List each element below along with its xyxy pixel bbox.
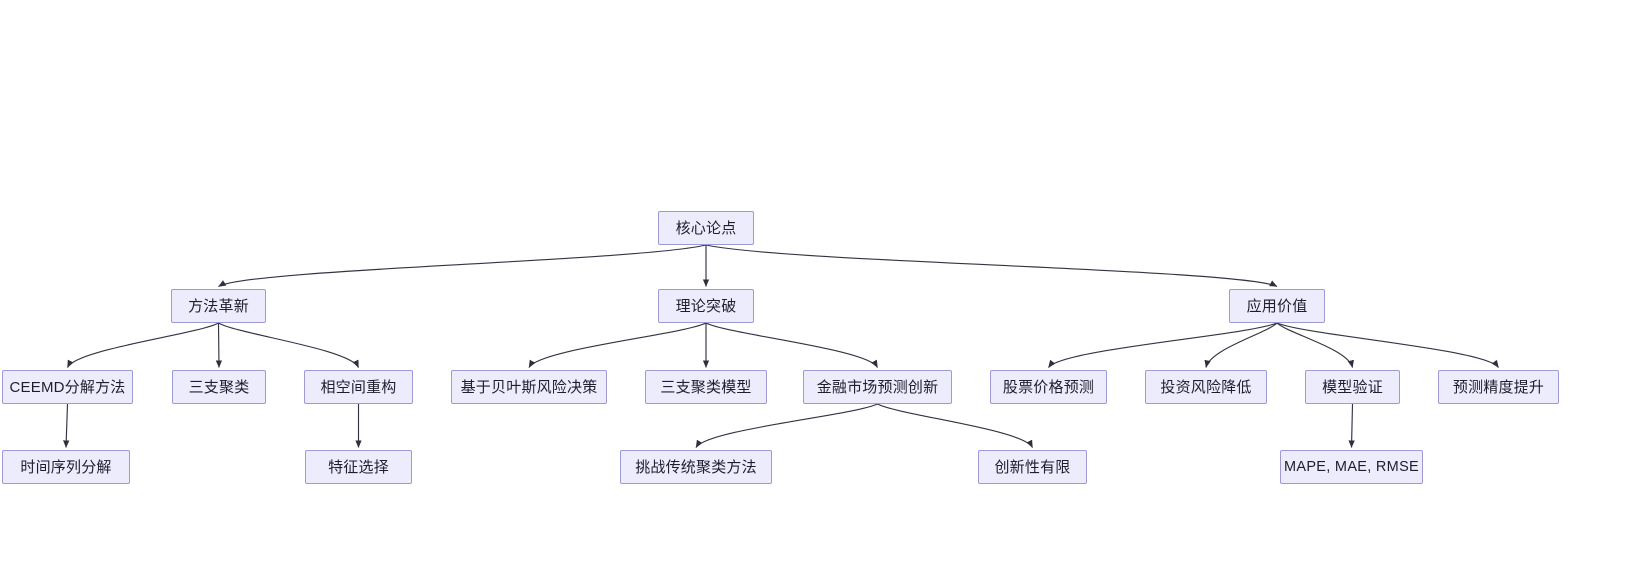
node-l3e[interactable]: 三支聚类模型 (645, 370, 767, 404)
node-l3c[interactable]: 相空间重构 (304, 370, 413, 404)
node-label: 核心论点 (675, 219, 737, 237)
node-label: 理论突破 (675, 297, 737, 315)
node-label: 模型验证 (1322, 378, 1383, 396)
node-label: 方法革新 (188, 297, 249, 315)
node-label: 特征选择 (328, 458, 389, 476)
node-label: 应用价值 (1246, 297, 1308, 315)
node-label: 预测精度提升 (1452, 378, 1545, 396)
node-label: 三支聚类模型 (660, 378, 752, 396)
node-label: 金融市场预测创新 (816, 378, 939, 396)
node-label: 基于贝叶斯风险决策 (460, 378, 598, 396)
node-l4a[interactable]: 时间序列分解 (2, 450, 130, 484)
node-l4b[interactable]: 特征选择 (305, 450, 412, 484)
node-label: 投资风险降低 (1160, 378, 1252, 396)
node-l2b[interactable]: 理论突破 (658, 289, 754, 323)
node-l2a[interactable]: 方法革新 (171, 289, 266, 323)
node-l4c[interactable]: 挑战传统聚类方法 (620, 450, 772, 484)
node-label: 相空间重构 (320, 378, 397, 396)
node-l3j[interactable]: 预测精度提升 (1438, 370, 1559, 404)
node-l4d[interactable]: 创新性有限 (978, 450, 1087, 484)
node-label: 股票价格预测 (1002, 378, 1095, 396)
node-label: 创新性有限 (994, 458, 1071, 476)
node-l2c[interactable]: 应用价值 (1229, 289, 1325, 323)
node-l3h[interactable]: 投资风险降低 (1145, 370, 1267, 404)
node-l3b[interactable]: 三支聚类 (172, 370, 266, 404)
node-l3d[interactable]: 基于贝叶斯风险决策 (451, 370, 607, 404)
node-l3g[interactable]: 股票价格预测 (990, 370, 1107, 404)
node-label: CEEMD分解方法 (9, 378, 126, 396)
node-l4e[interactable]: MAPE, MAE, RMSE (1280, 450, 1423, 484)
node-label: MAPE, MAE, RMSE (1283, 458, 1420, 475)
node-root[interactable]: 核心论点 (658, 211, 754, 245)
node-l3i[interactable]: 模型验证 (1305, 370, 1400, 404)
node-label: 挑战传统聚类方法 (635, 458, 757, 476)
node-label: 时间序列分解 (20, 458, 112, 476)
node-l3f[interactable]: 金融市场预测创新 (803, 370, 952, 404)
node-l3a[interactable]: CEEMD分解方法 (2, 370, 133, 404)
node-label: 三支聚类 (188, 378, 250, 396)
